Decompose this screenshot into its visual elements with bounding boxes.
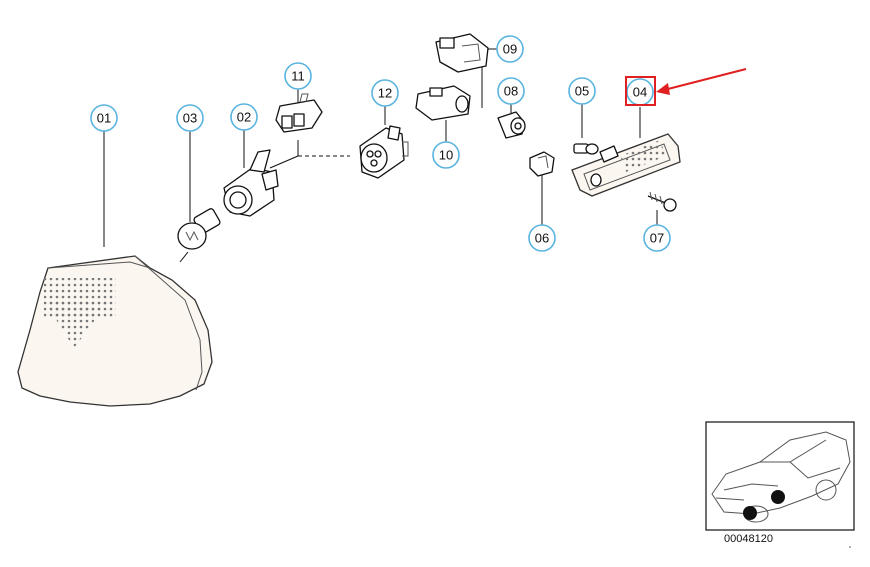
part-03-bulb	[177, 208, 221, 250]
car-locator-inset	[705, 421, 855, 548]
part-11-connector	[275, 93, 323, 133]
part-09-connector-housing	[435, 33, 489, 73]
reference-number: 00048120	[724, 533, 773, 545]
part-07-screw	[647, 191, 677, 212]
part-10-connector	[415, 85, 471, 121]
callout-07[interactable]: 07	[643, 224, 671, 252]
callout-11[interactable]: 11	[284, 62, 312, 90]
part-05-wedge-bulb	[573, 143, 599, 155]
part-06-clip	[529, 151, 555, 177]
part-08-bulb-holder	[497, 111, 526, 139]
part-01-indicator-lens	[17, 255, 213, 407]
callout-09[interactable]: 09	[496, 35, 524, 63]
highlight-marker	[625, 68, 747, 106]
callout-06[interactable]: 06	[528, 224, 556, 252]
arrow-head-icon	[656, 83, 670, 95]
callout-08[interactable]: 08	[497, 77, 525, 105]
callout-12[interactable]: 12	[371, 79, 399, 107]
callout-03[interactable]: 03	[176, 104, 204, 132]
part-04-side-repeater	[571, 133, 681, 197]
callout-10[interactable]: 10	[432, 141, 460, 169]
callout-02[interactable]: 02	[230, 103, 258, 131]
part-12-round-connector	[359, 125, 409, 179]
callout-04[interactable]: 04	[626, 78, 654, 106]
location-dot-front	[743, 506, 757, 520]
part-02-socket	[223, 149, 279, 217]
location-dot-side	[771, 490, 785, 504]
callout-05[interactable]: 05	[568, 77, 596, 105]
callout-01[interactable]: 01	[90, 104, 118, 132]
